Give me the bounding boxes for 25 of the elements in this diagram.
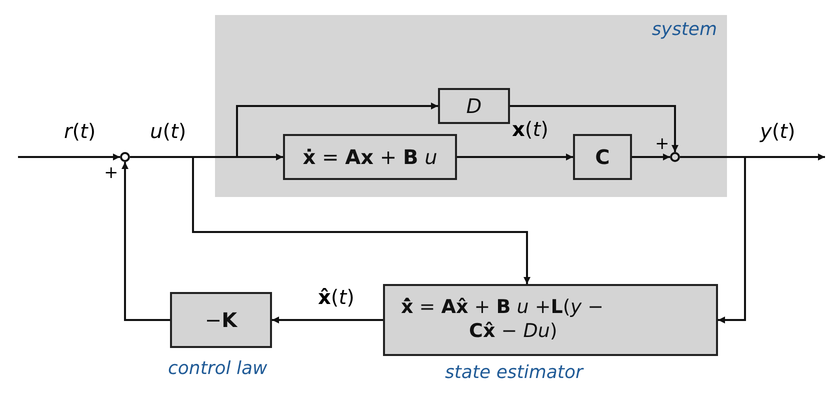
block-formula: C (595, 145, 610, 169)
block (383, 284, 718, 356)
sign-label: + (655, 134, 670, 154)
summing-junction (120, 152, 130, 162)
block-formula: D (466, 94, 482, 118)
signal-arrow (122, 162, 170, 321)
signal-arrow (457, 154, 573, 160)
region-title: system (652, 19, 717, 40)
block-formula: x̂̇ = Ax̂ + B u +L(y − Cx̂ − Du) (400, 296, 605, 344)
sign-label: + (104, 163, 118, 183)
block (283, 134, 457, 180)
block (438, 88, 510, 124)
summing-junction (670, 152, 680, 162)
signal-arrow (272, 316, 383, 324)
block (573, 134, 632, 180)
block (170, 292, 272, 348)
signal-arrow (510, 105, 678, 152)
system-region (215, 15, 727, 197)
signal-arrow (18, 154, 120, 160)
block-caption: control law (168, 358, 268, 379)
block-formula: −K (204, 308, 238, 332)
block-caption: state estimator (445, 362, 583, 383)
signal-arrow (632, 154, 670, 160)
signal-arrow (130, 156, 530, 284)
block-formula: ẋ = Ax + B u (302, 145, 438, 169)
